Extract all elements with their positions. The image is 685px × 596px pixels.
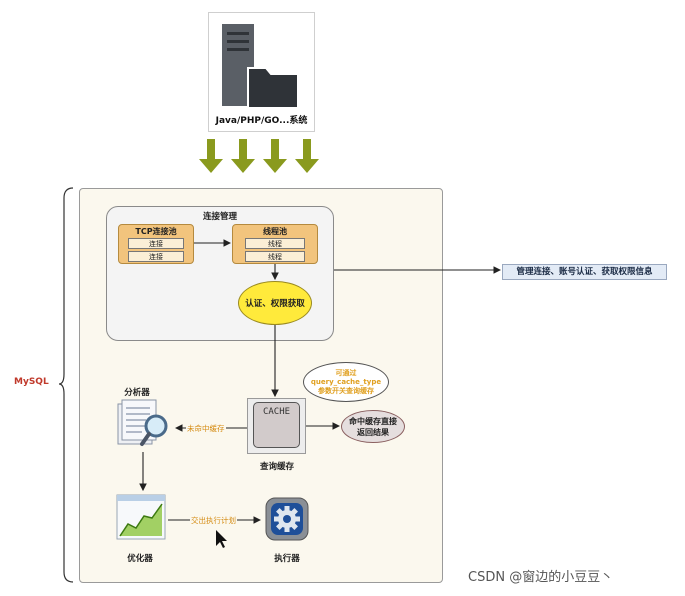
cache-note-line: 可通过: [335, 368, 357, 377]
server-folder-icon: [222, 24, 299, 109]
watermark: CSDN @窗边的小豆豆丶: [468, 570, 614, 585]
cache-note-line: query_cache_type: [310, 377, 382, 386]
executor-label: 执行器: [274, 554, 300, 564]
tcp-pool-item: 连接: [128, 251, 184, 262]
thread-pool-item: 线程: [245, 251, 305, 262]
mysql-label: MySQL: [14, 377, 49, 387]
connection-management-title: 连接管理: [202, 212, 237, 222]
thread-pool-item: 线程: [245, 238, 305, 249]
cache-hit-line: 命中缓存直接: [349, 416, 397, 426]
green-arrow: [231, 139, 255, 173]
cache-note-bubble: 可通过 query_cache_type 参数开关查询缓存: [303, 362, 389, 402]
cache-icon: CACHE: [253, 402, 300, 448]
document-magnifier-icon: [117, 399, 168, 446]
optimizer-label: 优化器: [127, 554, 153, 564]
client-label: Java/PHP/GO...系统: [215, 116, 308, 126]
green-arrow: [263, 139, 287, 173]
connection-info-box: 管理连接、账号认证、获取权限信息: [502, 264, 667, 280]
green-arrow: [199, 139, 223, 173]
tcp-pool-item: 连接: [128, 238, 184, 249]
query-cache-label: 查询缓存: [259, 462, 294, 472]
mouse-cursor-icon: [216, 530, 227, 548]
analyzer-label: 分析器: [124, 388, 150, 398]
cache-miss-label: 未命中缓存: [186, 423, 226, 434]
execution-plan-label: 交出执行计划: [190, 515, 237, 526]
cache-note-line: 参数开关查询缓存: [318, 386, 374, 395]
tcp-pool-title: TCP连接池: [135, 227, 177, 236]
chart-icon: [116, 494, 166, 540]
thread-pool-title: 线程池: [263, 227, 287, 236]
request-arrows: [199, 139, 319, 173]
cache-hit-line: 返回结果: [357, 427, 389, 437]
auth-node: 认证、权限获取: [238, 281, 312, 325]
mysql-bracket: [58, 187, 74, 583]
green-arrow: [295, 139, 319, 173]
gear-icon: [265, 497, 309, 541]
cache-hit-node: 命中缓存直接 返回结果: [341, 410, 405, 443]
